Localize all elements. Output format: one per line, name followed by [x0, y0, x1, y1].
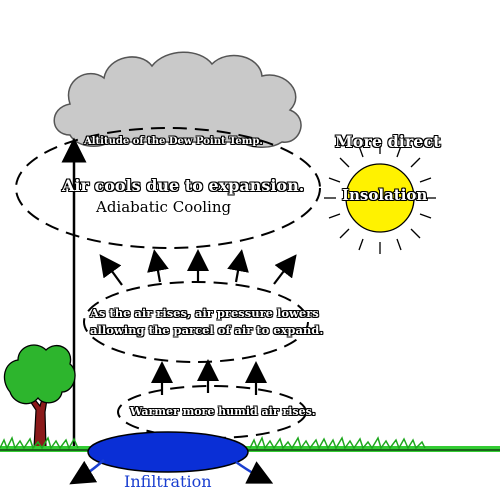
lower-arrows: [151, 359, 267, 395]
warmer-air-label: Warmer more humid air rises.: [130, 405, 316, 418]
infiltration-label: Infiltration: [124, 472, 212, 491]
cloud: [53, 51, 302, 148]
water-pool: [87, 431, 249, 473]
air-cools-label: Air cools due to expansion.: [62, 176, 305, 195]
adiabatic-cooling-label: Adiabatic Cooling: [96, 198, 232, 216]
tree-icon: [3, 344, 76, 449]
insolation-label: Insolation: [342, 186, 428, 204]
upper-arrows: [99, 249, 297, 286]
rising-parcel-ellipse: [83, 281, 309, 363]
sun-icon: [324, 142, 436, 254]
air-rises-line1: As the air rises, air pressure lowers: [90, 306, 319, 320]
more-direct-label: More direct: [335, 132, 441, 151]
infiltration-arrows: [69, 459, 274, 485]
air-rises-line2: allowing the parcel of air to expand.: [90, 323, 324, 337]
cooling-zone-ellipse: [15, 127, 321, 249]
grass-ground: [0, 435, 500, 452]
dew-point-label: Altitude of the Dew Point Temp.: [84, 136, 263, 147]
